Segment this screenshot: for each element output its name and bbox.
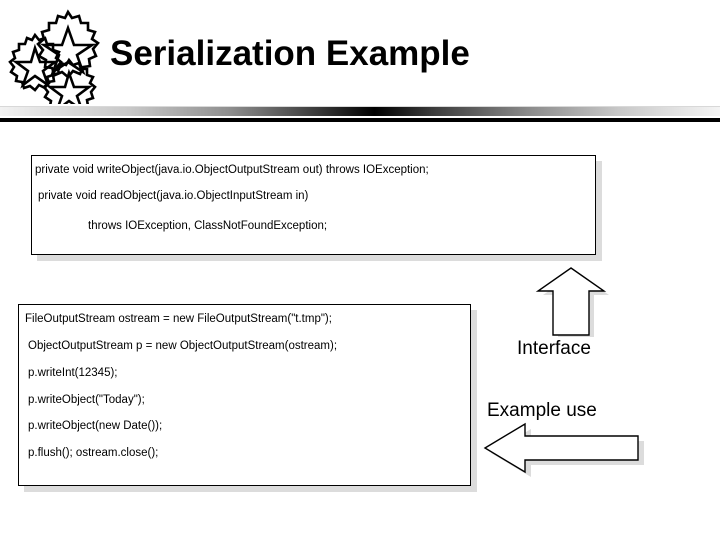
interface-line-1: private void writeObject(java.io.ObjectO… bbox=[35, 164, 429, 176]
title-divider-gradient bbox=[0, 106, 720, 116]
interface-declaration-box bbox=[31, 155, 596, 255]
usage-line-2: ObjectOutputStream p = new ObjectOutputS… bbox=[28, 340, 338, 352]
usage-line-5: p.writeObject(new Date()); bbox=[28, 420, 163, 432]
usage-line-1: FileOutputStream ostream = new FileOutpu… bbox=[25, 313, 332, 325]
usage-line-3: p.writeInt(12345); bbox=[28, 367, 118, 379]
slide-header: Serialization Example bbox=[0, 0, 720, 122]
arrow-up-icon bbox=[533, 259, 613, 337]
usage-line-4: p.writeObject("Today"); bbox=[28, 394, 145, 406]
usage-line-6: p.flush(); ostream.close(); bbox=[28, 447, 159, 459]
interface-annotation-label: Interface bbox=[517, 338, 591, 359]
title-divider-underline bbox=[0, 118, 720, 122]
interface-line-3: throws IOException, ClassNotFoundExcepti… bbox=[88, 220, 328, 232]
gears-icon bbox=[6, 6, 102, 117]
example-usage-box bbox=[18, 304, 471, 486]
interface-line-2: private void readObject(java.io.ObjectIn… bbox=[38, 190, 309, 202]
page-title: Serialization Example bbox=[110, 34, 470, 73]
arrow-left-icon bbox=[481, 420, 646, 478]
example-use-annotation-label: Example use bbox=[487, 400, 597, 421]
